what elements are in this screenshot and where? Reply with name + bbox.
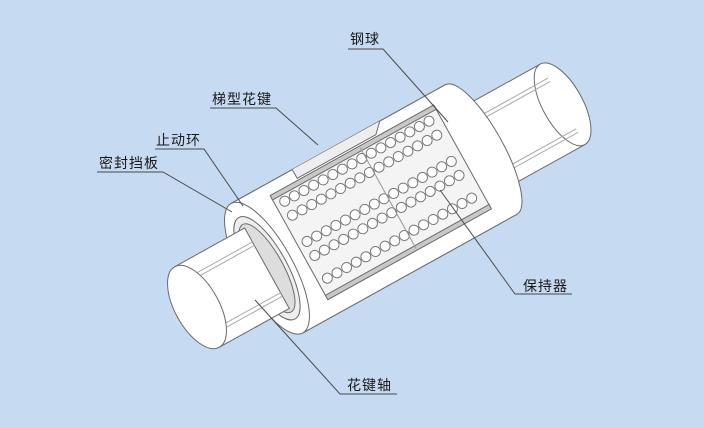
leader-retainer	[439, 189, 572, 295]
steel-ball	[437, 208, 449, 220]
steel-ball	[339, 214, 351, 226]
steel-ball	[368, 198, 380, 210]
steel-ball	[350, 256, 362, 268]
trapezoid-key-slot	[291, 120, 381, 179]
steel-ball	[456, 198, 468, 210]
steel-ball	[279, 195, 291, 207]
steel-ball	[301, 235, 313, 247]
steel-balls	[279, 115, 478, 284]
steel-ball	[378, 193, 390, 205]
leader-steel-ball	[348, 48, 449, 123]
leader-lines	[97, 48, 572, 395]
steel-ball	[321, 272, 333, 284]
steel-ball	[424, 185, 436, 197]
steel-ball	[418, 219, 430, 231]
steel-ball	[344, 177, 356, 189]
steel-ball	[336, 163, 348, 175]
steel-ball	[423, 115, 435, 127]
leader-spline-shaft	[254, 299, 397, 395]
steel-ball	[347, 228, 359, 240]
steel-ball	[320, 225, 332, 237]
label-retaining-ring: 止动环	[156, 133, 201, 149]
label-spline-shaft: 花键轴	[347, 378, 392, 394]
steel-ball	[375, 142, 387, 154]
steel-ball	[404, 126, 416, 138]
steel-ball	[288, 190, 300, 202]
steel-ball	[373, 161, 385, 173]
steel-ball	[328, 239, 340, 251]
steel-ball	[407, 177, 419, 189]
leader-trapezoid-spline	[210, 107, 319, 146]
steel-ball	[398, 230, 410, 242]
steel-ball	[415, 191, 427, 203]
steel-ball	[356, 153, 368, 165]
steel-ball	[311, 230, 323, 242]
leader-retaining-ring	[155, 148, 244, 207]
steel-ball	[421, 135, 433, 147]
steel-ball	[315, 193, 327, 205]
label-retainer: 保持器	[523, 279, 568, 295]
steel-ball	[330, 219, 342, 231]
steel-ball	[363, 167, 375, 179]
steel-ball	[386, 207, 398, 219]
steel-ball	[436, 161, 448, 173]
steel-ball	[392, 151, 404, 163]
steel-ball	[388, 187, 400, 199]
steel-ball	[366, 217, 378, 229]
spline-shaft-front	[167, 227, 290, 350]
steel-ball	[385, 137, 397, 149]
steel-ball	[416, 171, 428, 183]
label-steel-ball: 钢球	[350, 32, 380, 48]
steel-ball	[453, 169, 465, 181]
steel-ball	[412, 140, 424, 152]
leader-seal-plate	[97, 171, 233, 213]
steel-ball	[408, 224, 420, 236]
steel-ball	[335, 183, 347, 195]
steel-ball	[443, 175, 455, 187]
steel-ball	[317, 174, 329, 186]
steel-ball	[318, 244, 330, 256]
steel-ball	[360, 251, 372, 263]
steel-ball	[341, 262, 353, 274]
steel-ball	[413, 121, 425, 133]
steel-ball	[327, 169, 339, 181]
steel-ball	[306, 199, 318, 211]
steel-ball	[346, 158, 358, 170]
steel-ball	[331, 267, 343, 279]
steel-ball	[357, 223, 369, 235]
steel-ball	[427, 214, 439, 226]
steel-ball	[397, 182, 409, 194]
steel-ball	[309, 249, 321, 261]
label-seal-plate: 密封挡板	[99, 156, 159, 172]
steel-ball	[405, 196, 417, 208]
steel-ball	[394, 131, 406, 143]
steel-ball	[359, 203, 371, 215]
steel-ball	[466, 192, 478, 204]
steel-ball	[286, 209, 298, 221]
steel-ball	[395, 201, 407, 213]
steel-ball	[431, 129, 443, 141]
steel-ball	[298, 185, 310, 197]
steel-ball	[325, 188, 337, 200]
steel-ball	[354, 172, 366, 184]
steel-ball	[369, 246, 381, 258]
steel-ball	[434, 180, 446, 192]
steel-ball	[445, 155, 457, 167]
label-trapezoid-spline: 梯型花键	[212, 92, 272, 108]
steel-ball	[376, 212, 388, 224]
steel-ball	[426, 166, 438, 178]
steel-ball	[349, 209, 361, 221]
steel-ball	[379, 240, 391, 252]
steel-ball	[308, 179, 320, 191]
steel-ball	[402, 145, 414, 157]
shaft-end-face	[167, 264, 227, 350]
steel-ball	[296, 204, 308, 216]
steel-ball	[338, 233, 350, 245]
steel-ball	[365, 147, 377, 159]
steel-ball	[383, 156, 395, 168]
steel-ball	[389, 235, 401, 247]
